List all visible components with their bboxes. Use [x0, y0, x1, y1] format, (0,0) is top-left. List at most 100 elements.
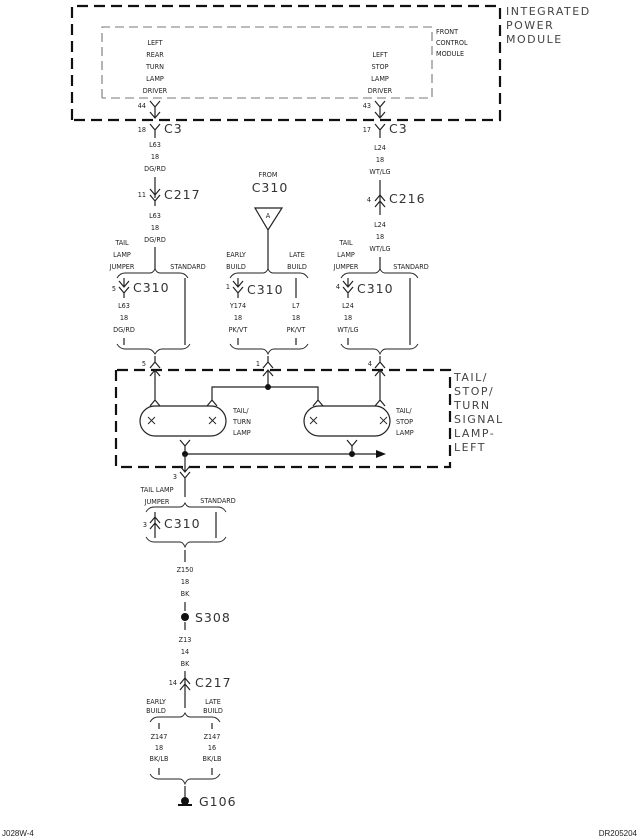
wire-l63-middle-label: L63 18 DG/RD	[144, 211, 166, 244]
svg-text:S308: S308	[195, 610, 231, 625]
svg-text:C310: C310	[164, 516, 201, 531]
svg-text:A: A	[266, 211, 271, 220]
lamp-pin-4: 4	[368, 359, 372, 368]
svg-text:TAIL: TAIL	[338, 238, 353, 247]
svg-text:Z147: Z147	[151, 732, 168, 741]
lamp-connector-left	[149, 356, 161, 369]
svg-text:LAMP: LAMP	[146, 74, 164, 83]
svg-text:WT/LG: WT/LG	[369, 167, 390, 176]
svg-text:MODULE: MODULE	[506, 33, 563, 46]
pin-43: 43	[363, 101, 371, 110]
svg-text:CONTROL: CONTROL	[436, 38, 468, 47]
svg-text:16: 16	[208, 743, 216, 752]
svg-text:LAMP: LAMP	[233, 428, 251, 437]
connector-c310-bottom[interactable]: 3 C310	[143, 512, 201, 538]
svg-text:18: 18	[181, 577, 189, 586]
svg-text:DG/RD: DG/RD	[144, 235, 166, 244]
svg-text:C310: C310	[357, 281, 394, 296]
lamp-pin-5: 5	[142, 359, 146, 368]
svg-text:POWER: POWER	[506, 19, 554, 32]
svg-text:Y174: Y174	[229, 301, 246, 310]
svg-text:WT/LG: WT/LG	[369, 244, 390, 253]
svg-text:FROM: FROM	[259, 170, 278, 179]
svg-text:C217: C217	[195, 675, 232, 690]
integrated-power-module-box	[70, 4, 502, 122]
integrated-power-module-label: INTEGRATED POWER MODULE	[506, 5, 589, 46]
connector-c3-right[interactable]: 17 C3	[363, 121, 408, 138]
svg-text:SIGNAL: SIGNAL	[454, 413, 504, 426]
svg-text:LAMP: LAMP	[337, 250, 355, 259]
brace-left-bottom	[116, 343, 191, 355]
svg-text:TAIL: TAIL	[114, 238, 129, 247]
wire-z147-early-label: Z147 18 BK/LB	[150, 732, 169, 763]
svg-text:L24: L24	[374, 220, 386, 229]
brace-left-top	[116, 267, 189, 279]
pin-44: 44	[138, 101, 146, 110]
svg-text:PK/VT: PK/VT	[287, 325, 306, 334]
connector-c3-left[interactable]: 18 C3	[138, 121, 183, 138]
svg-text:TAIL/: TAIL/	[232, 406, 249, 415]
lamp-connector-bottom	[179, 471, 191, 497]
svg-text:EARLY: EARLY	[146, 697, 166, 706]
lamp-pin-3: 3	[173, 472, 177, 481]
svg-text:MODULE: MODULE	[436, 49, 464, 58]
svg-text:STOP: STOP	[371, 62, 388, 71]
wire-l63-upper-label: L63 18 DG/RD	[144, 140, 166, 173]
svg-text:18: 18	[344, 313, 352, 322]
wire-y174-label: Y174 18 PK/VT	[229, 301, 248, 334]
wire-l63-lower-label: L63 18 DG/RD	[113, 301, 135, 334]
option-late-build-bottom-label: LATE BUILD	[203, 697, 223, 715]
from-c310-reference[interactable]: FROM C310 A	[252, 170, 289, 232]
svg-text:18: 18	[292, 313, 300, 322]
lamp-pin-1: 1	[256, 359, 260, 368]
splice-s308[interactable]: S308	[181, 610, 231, 625]
connector-c310-left[interactable]: 5 C310	[112, 278, 170, 298]
left-rear-turn-lamp-driver-label: LEFT REAR TURN LAMP DRIVER	[143, 38, 168, 95]
lamp-assembly-box	[114, 368, 452, 469]
option-tail-lamp-jumper-right-label: TAIL LAMP JUMPER	[333, 238, 359, 271]
left-wire-upper	[149, 100, 161, 119]
svg-text:LEFT: LEFT	[454, 441, 486, 454]
svg-text:PK/VT: PK/VT	[229, 325, 248, 334]
brace-mid-top	[229, 267, 309, 279]
option-tail-lamp-jumper-left-label: TAIL LAMP JUMPER	[109, 238, 135, 271]
svg-text:DG/RD: DG/RD	[113, 325, 135, 334]
right-wire-upper	[374, 100, 386, 119]
wire-l24-lower-label: L24 18 WT/LG	[337, 301, 358, 334]
svg-text:DRIVER: DRIVER	[143, 86, 168, 95]
svg-text:18: 18	[138, 125, 146, 134]
connector-c216[interactable]: 4 C216	[367, 191, 426, 208]
svg-text:18: 18	[155, 743, 163, 752]
lamp-connector-mid	[262, 356, 274, 369]
svg-text:G106: G106	[199, 794, 237, 809]
connector-c310-mid[interactable]: 1 C310	[226, 278, 284, 298]
footer-right-code: DR205204	[599, 829, 638, 838]
svg-text:L63: L63	[118, 301, 130, 310]
wire-z147-late-label: Z147 16 BK/LB	[203, 732, 222, 763]
svg-text:3: 3	[143, 520, 147, 529]
lamp-ground-bus	[179, 439, 386, 473]
svg-text:LAMP: LAMP	[371, 74, 389, 83]
svg-text:WT/LG: WT/LG	[337, 325, 358, 334]
svg-text:14: 14	[169, 678, 177, 687]
svg-text:LAMP: LAMP	[396, 428, 414, 437]
front-control-module-label: FRONT CONTROL MODULE	[436, 27, 468, 58]
ground-g106[interactable]: G106	[178, 794, 237, 809]
svg-text:C216: C216	[389, 191, 426, 206]
svg-text:C3: C3	[389, 121, 408, 136]
svg-text:C310: C310	[133, 280, 170, 295]
svg-text:14: 14	[181, 647, 189, 656]
brace-bottom-top	[145, 501, 227, 513]
svg-text:JUMPER: JUMPER	[109, 262, 135, 271]
svg-text:LATE: LATE	[205, 697, 221, 706]
connector-c217-lower[interactable]: 14 C217	[169, 675, 232, 691]
wire-z150-label: Z150 18 BK	[177, 565, 194, 598]
connector-c310-right[interactable]: 4 C310	[336, 278, 394, 298]
svg-text:TURN: TURN	[232, 417, 251, 426]
connector-c217-upper[interactable]: 11 C217	[138, 187, 201, 206]
left-stop-lamp-driver-label: LEFT STOP LAMP DRIVER	[368, 50, 393, 95]
brace-ground-top	[149, 711, 221, 723]
option-early-build-mid-label: EARLY BUILD	[226, 250, 246, 271]
option-standard-left-label: STANDARD	[170, 262, 206, 271]
